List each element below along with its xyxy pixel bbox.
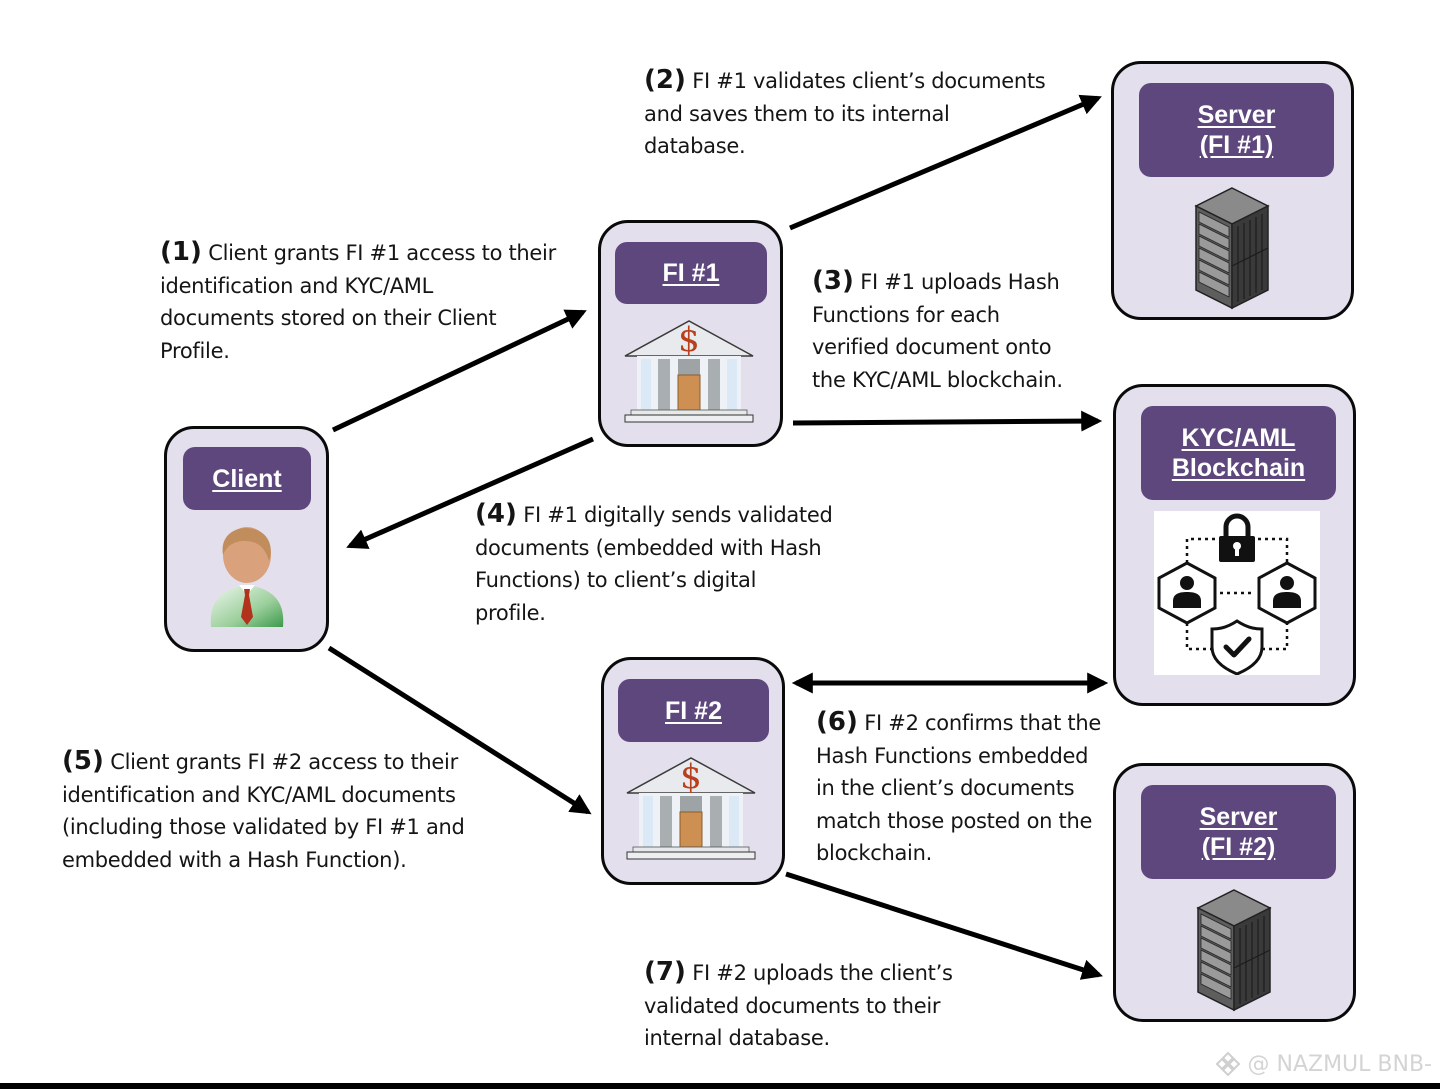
step-2-line1: FI #1 validates client’s documents [692,69,1046,93]
step-7-number: (7) [644,957,686,987]
server1-node: Server (FI #1) [1111,61,1354,320]
step-5-line2: identification and KYC/AML documents [62,782,456,807]
step-3-line3: verified document onto [812,335,1052,359]
step-1-text: (1) Client grants FI #1 access to their … [160,236,580,367]
server2-header: Server (FI #2) [1141,785,1336,879]
arrow-step-2 [789,94,1102,231]
server2-label-line2: (FI #2) [1201,833,1276,861]
step-6-line4: match those posted on the [816,808,1093,833]
step-4-number: (4) [475,499,517,529]
step-7-line2: validated documents to their [644,993,941,1018]
fi1-node: FI #1 $ [598,220,783,447]
step-3-line2: Functions for each [812,302,1000,327]
user-hexagon-left-icon [1157,561,1217,625]
step-4-line4: profile. [475,600,546,625]
server1-header: Server (FI #1) [1139,83,1334,177]
step-5-number: (5) [62,746,104,776]
blockchain-network-icon [1154,511,1320,675]
step-2-number: (2) [644,65,686,95]
client-label: Client [212,464,282,493]
step-6-line3: in the client’s documents [816,776,1075,800]
blockchain-label-line2: Blockchain [1171,454,1306,482]
server1-label-line2: (FI #1) [1199,131,1274,159]
client-header: Client [183,447,311,510]
binance-logo-icon [1215,1051,1240,1077]
step-3-line1: FI #1 uploads Hash [860,270,1060,294]
svg-text:$: $ [680,757,702,797]
watermark: @ NAZMUL BNB- [1214,1050,1433,1078]
step-3-text: (3) FI #1 uploads Hash Functions for eac… [812,265,1112,396]
step-4-line2: documents (embedded with Hash [475,535,822,560]
step-1-line3: documents stored on their Client [160,306,497,330]
fi1-header: FI #1 [615,242,767,304]
step-4-line3: Functions) to client’s digital [475,568,757,592]
lock-icon [1219,513,1255,562]
step-4-line1: FI #1 digitally sends validated [523,503,833,527]
step-1-line4: Profile. [160,338,230,363]
server2-label-line1: Server [1199,803,1278,831]
shield-check-icon [1210,619,1264,675]
fi2-header: FI #2 [618,679,769,742]
fi2-node: FI #2 $ [601,657,785,885]
step-5-line3: (including those validated by FI #1 and [62,815,465,839]
step-2-text: (2) FI #1 validates client’s documents a… [644,64,1084,163]
blockchain-node: KYC/AML Blockchain [1113,384,1356,706]
step-7-line3: internal database. [644,1026,830,1050]
step-5-line4: embedded with a Hash Function). [62,847,407,872]
blockchain-label-line1: KYC/AML [1181,424,1296,452]
fi1-label: FI #1 [662,259,720,287]
step-6-line2: Hash Functions embedded [816,743,1089,768]
bank-icon: $ [624,320,754,423]
step-7-text: (7) FI #2 uploads the client’s validated… [644,956,984,1055]
server-rack-icon [1196,889,1272,1012]
step-5-text: (5) Client grants FI #2 access to their … [62,745,502,876]
step-5-line1: Client grants FI #2 access to their [110,750,458,774]
step-6-text: (6) FI #2 confirms that the Hash Functio… [816,706,1116,870]
server2-node: Server (FI #2) [1113,763,1356,1022]
fi2-label: FI #2 [665,696,722,725]
step-1-number: (1) [160,237,202,267]
watermark-text: @ NAZMUL BNB- [1247,1051,1433,1077]
step-2-line2: and saves them to its internal [644,101,950,126]
user-hexagon-right-icon [1257,561,1317,625]
step-6-line1: FI #2 confirms that the [864,711,1101,735]
bottom-border [0,1083,1440,1089]
step-1-line2: identification and KYC/AML [160,273,434,298]
blockchain-header: KYC/AML Blockchain [1141,406,1336,500]
arrow-step-4 [346,436,595,549]
step-6-line5: blockchain. [816,841,932,865]
step-4-text: (4) FI #1 digitally sends validated docu… [475,498,855,629]
svg-text:$: $ [678,320,700,360]
person-icon [210,527,284,627]
arrow-step-1 [331,309,587,433]
server-rack-icon [1194,187,1270,310]
client-node: Client [164,426,329,652]
arrow-step-3 [792,410,1103,432]
server1-label-line1: Server [1197,101,1276,129]
arrow-step-5 [327,645,592,815]
bank-icon: $ [626,757,756,860]
step-7-line1: FI #2 uploads the client’s [692,961,953,985]
step-1-line1: Client grants FI #1 access to their [208,241,556,265]
step-3-line4: the KYC/AML blockchain. [812,367,1063,392]
step-6-number: (6) [816,707,858,737]
step-2-line3: database. [644,134,746,158]
step-3-number: (3) [812,266,854,296]
arrow-step-7 [785,871,1103,980]
